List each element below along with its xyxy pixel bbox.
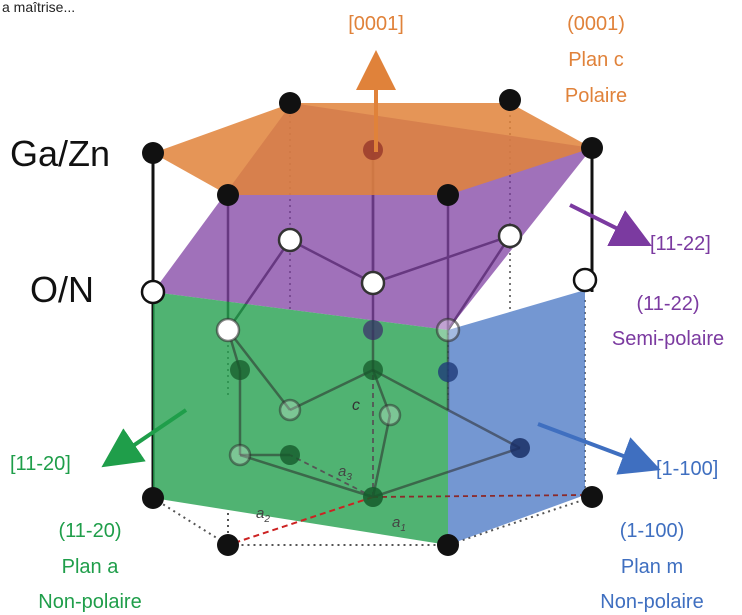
a-direction-arrow [101, 408, 188, 468]
m-plane-polarity: Non-polaire [600, 591, 703, 613]
cation-atom [363, 360, 383, 380]
a-plane [153, 292, 448, 545]
cation-label: Ga/Zn [10, 133, 110, 174]
c-plane-polarity: Polaire [565, 85, 627, 107]
m-direction-label: [1-100] [656, 458, 718, 480]
anion-atom [497, 223, 523, 249]
m-plane-index: (1-100) [620, 520, 684, 542]
c-direction-label: [0001] [348, 13, 404, 35]
cation-atom [438, 362, 458, 382]
cation-atom [437, 534, 459, 556]
anion-atom [572, 267, 598, 293]
a-plane-polarity: Non-polaire [38, 591, 141, 613]
cation-atom [581, 137, 603, 159]
axis-c-label: c [352, 397, 360, 414]
anion-atom [278, 398, 302, 422]
anion-atom [277, 227, 303, 253]
direction-arrows [101, 50, 661, 475]
cation-atom [217, 184, 239, 206]
anion-atom [140, 279, 166, 305]
anion-atom [228, 443, 252, 467]
cation-atom [363, 320, 383, 340]
cation-atom [499, 89, 521, 111]
c-plane-index: (0001) [567, 13, 625, 35]
cation-atom [437, 184, 459, 206]
unit-cell-axes: c a3 a2 a1 [227, 372, 586, 546]
semi-plane-index: (11-22) [637, 293, 700, 315]
header-fragment: a maîtrise... [2, 0, 75, 15]
axis-a1-label: a1 [392, 514, 406, 534]
cation-atom [142, 142, 164, 164]
m-plane-name: Plan m [621, 556, 683, 578]
anion-label: O/N [30, 269, 94, 310]
m-plane [448, 290, 585, 545]
cation-atom [363, 140, 383, 160]
a-plane-name: Plan a [62, 556, 120, 578]
anion-atom [378, 403, 402, 427]
axis-a3-label: a3 [338, 463, 352, 483]
cation-atom [280, 445, 300, 465]
cation-atom [279, 92, 301, 114]
axis-a2-label: a2 [256, 505, 270, 525]
cation-atom [581, 486, 603, 508]
semi-plane-polarity: Semi-polaire [612, 328, 724, 350]
semi-direction-arrow [569, 203, 652, 246]
c-plane-name: Plan c [568, 49, 624, 71]
cation-atom [510, 438, 530, 458]
anion-atom [360, 270, 386, 296]
cation-atom [217, 534, 239, 556]
m-direction-arrow [537, 422, 661, 475]
semi-direction-label: [11-22] [650, 233, 711, 255]
a-direction-label: [11-20] [10, 453, 71, 475]
anion-atom [435, 317, 461, 343]
cation-atom [142, 487, 164, 509]
anion-atom [215, 317, 241, 343]
cation-atom [230, 360, 250, 380]
cation-atom [363, 487, 383, 507]
a-plane-index: (11-20) [59, 520, 122, 542]
